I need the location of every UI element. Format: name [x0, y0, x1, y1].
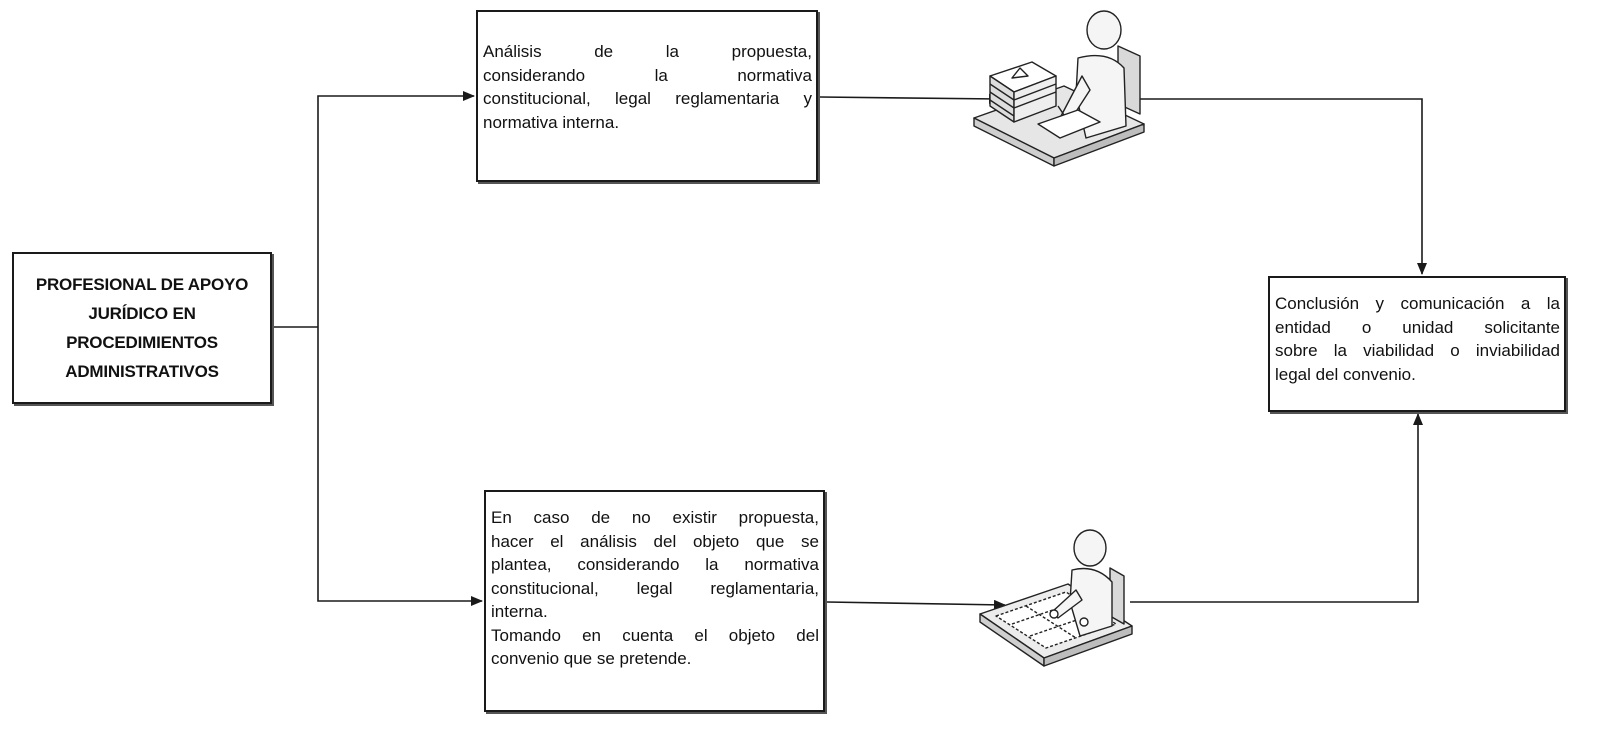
no-proposal-step-line: En caso de no existir propuesta, — [491, 508, 819, 527]
person-at-desk-with-documents-icon — [973, 10, 1145, 167]
connector-split-bottom — [317, 327, 483, 606]
person-at-drafting-table-icon — [979, 529, 1133, 667]
analysis-step-line: considerando la normativa — [483, 65, 812, 85]
analysis-step-line: Análisis de la propuesta, — [483, 42, 812, 61]
no-proposal-step-box: En caso de no existir propuesta, hacer e… — [484, 490, 825, 712]
conclusion-step-line: legal del convenio. — [1275, 364, 1416, 384]
conclusion-step-line: Conclusión y comunicación a la — [1275, 294, 1560, 313]
no-proposal-step-line: Tomando en cuenta el objeto del — [491, 625, 819, 645]
no-proposal-step-line: plantea, considerando la normativa — [491, 555, 819, 574]
conclusion-step-line: entidad o unidad solicitante — [1275, 317, 1560, 337]
analysis-step-line: constitucional, legal reglamentaria y — [483, 89, 812, 108]
source-role-box: PROFESIONAL DE APOYO JURÍDICO EN PROCEDI… — [12, 252, 272, 404]
source-role-line: PROFESIONAL DE APOYO — [35, 275, 249, 294]
conclusion-step-box: Conclusión y comunicación a la entidad o… — [1268, 276, 1566, 412]
connector-bottom-to-figure — [826, 599, 1006, 610]
analysis-step-box: Análisis de la propuesta, considerando l… — [476, 10, 818, 182]
source-role-line: JURÍDICO EN — [88, 304, 196, 323]
analysis-step-line: normativa interna. — [483, 112, 620, 132]
no-proposal-step-line: constitucional, legal reglamentaria, — [491, 578, 819, 598]
connector-split-top — [317, 91, 475, 327]
connector-top-to-figure — [819, 93, 1001, 104]
conclusion-step-line: sobre la viabilidad o inviabilidad — [1275, 341, 1560, 360]
no-proposal-step-line: hacer el análisis del objeto que se — [491, 531, 819, 551]
connector-bottom-figure-to-conclusion — [1130, 413, 1423, 603]
no-proposal-step-line: convenio que se pretende. — [491, 649, 692, 668]
source-role-line: PROCEDIMIENTOS — [66, 333, 218, 352]
no-proposal-step-line: interna. — [491, 602, 548, 621]
source-role-line: ADMINISTRATIVOS — [65, 362, 219, 381]
connector-top-figure-to-conclusion — [1138, 98, 1427, 275]
